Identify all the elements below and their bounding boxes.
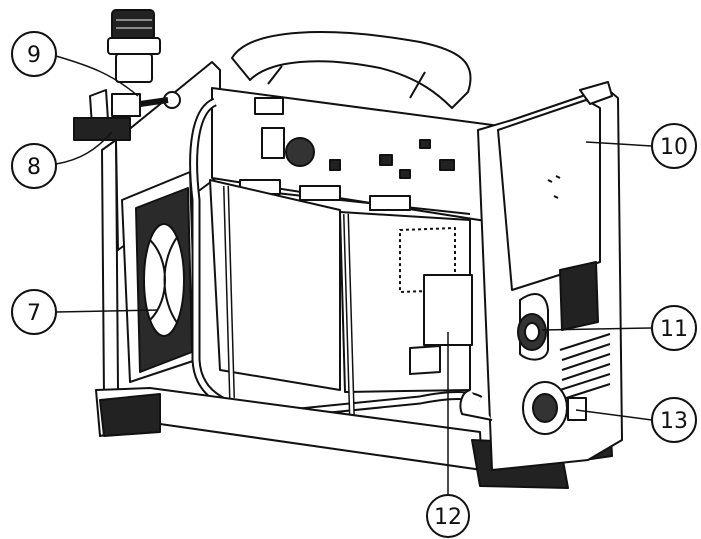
svg-text:8: 8 <box>27 155 41 180</box>
machine-illustration <box>73 9 623 489</box>
leader-7 <box>55 309 159 313</box>
leader-11 <box>541 327 653 331</box>
callout-12: 12 <box>426 494 470 538</box>
callout-9: 9 <box>11 31 57 77</box>
leader-13 <box>575 409 653 421</box>
heatsink-block <box>209 179 473 393</box>
svg-text:10: 10 <box>660 135 688 160</box>
front-panel <box>459 81 623 471</box>
leader-8 <box>55 131 113 165</box>
carry-handle <box>231 31 472 109</box>
left-frame <box>101 139 119 399</box>
callouts: 9 8 7 10 11 13 12 <box>11 31 697 538</box>
svg-text:11: 11 <box>660 317 688 342</box>
leader-10 <box>585 141 653 147</box>
callout-7: 7 <box>11 289 57 335</box>
callout-11: 11 <box>651 305 697 351</box>
cooling-fan <box>121 171 197 383</box>
svg-text:13: 13 <box>660 409 688 434</box>
pressure-regulator <box>107 9 161 83</box>
svg-text:12: 12 <box>434 505 462 530</box>
svg-text:9: 9 <box>27 43 41 68</box>
callout-13: 13 <box>651 397 697 443</box>
leader-lines <box>55 55 653 496</box>
callout-10: 10 <box>651 123 697 169</box>
leader-9 <box>55 55 139 97</box>
callout-8: 8 <box>11 143 57 189</box>
svg-text:7: 7 <box>27 301 41 326</box>
circuit-board <box>211 87 501 223</box>
air-inlet-fittings <box>73 89 181 141</box>
